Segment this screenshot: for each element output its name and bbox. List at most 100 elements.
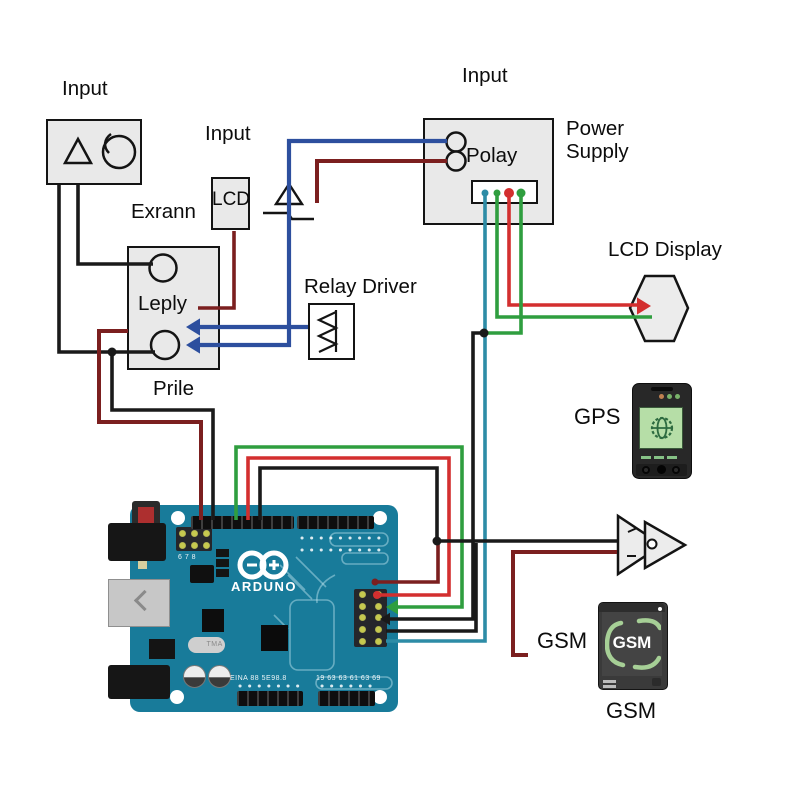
lcd-box — [211, 177, 250, 230]
wire-ps-green-to-lcd-display — [495, 195, 652, 319]
relay-driver-box — [308, 303, 355, 360]
audio-jack — [108, 665, 170, 699]
wire-input1-to-leply-bottom-circle — [57, 185, 155, 354]
gps-device-icon — [632, 383, 692, 479]
wire-junction-to-arduino-pin2 — [110, 352, 215, 520]
junction-dot — [373, 591, 381, 599]
label-lcd: LCD — [212, 189, 251, 210]
label-prile: Prile — [153, 377, 195, 400]
input-triangle-icon — [62, 136, 94, 165]
arduino-board: 6 7 8 TMA ARDUNO — [108, 501, 398, 712]
wire-lcd-to-leply — [198, 231, 236, 310]
arrowhead-right — [637, 297, 651, 315]
input-curl-icon — [103, 132, 112, 154]
junction-dot — [479, 328, 489, 338]
gps-button — [642, 466, 650, 474]
mounting-hole — [170, 690, 184, 704]
junction-dot — [493, 189, 501, 197]
header-pin — [375, 626, 383, 634]
label-gsm-caption: GSM — [606, 698, 657, 723]
gsm-dash — [603, 680, 616, 683]
silkscreen-text: EINA 88 5E98.8 — [230, 675, 287, 682]
gps-led — [659, 394, 664, 399]
label-gps: GPS — [574, 404, 621, 429]
silkscreen-text: 19 63 63 61 63 69 — [316, 675, 381, 682]
buffer-node-circle — [646, 538, 658, 550]
digital-header-strip — [191, 516, 294, 529]
usb-connector — [108, 579, 170, 627]
mounting-hole — [373, 690, 387, 704]
wire-right-header-black2-up — [386, 543, 478, 633]
small-ic — [202, 609, 224, 632]
arrowhead-left — [386, 599, 398, 615]
input-box-top-left — [46, 119, 142, 185]
wire-powersupply-top-to-leply — [191, 138, 447, 348]
header-pin — [375, 637, 383, 645]
input-circle-icon — [101, 134, 137, 170]
voltage-regulator — [149, 639, 175, 659]
arduino-logo-text: ARDUNO — [230, 579, 298, 594]
gsm-top-strip — [599, 603, 665, 612]
arrowhead-left — [380, 612, 390, 626]
gps-button — [657, 465, 666, 474]
gps-dash — [641, 456, 651, 459]
gsm-led — [658, 607, 662, 611]
label-leply: Leply — [138, 292, 188, 315]
header-pin — [358, 602, 366, 610]
crystal-oscillator: TMA — [188, 637, 225, 653]
gps-screen — [639, 407, 683, 449]
header-pin — [375, 602, 383, 610]
arduino-logo-icon — [237, 550, 289, 580]
wire-buffer-to-gsm — [511, 550, 617, 657]
junction-dot — [371, 578, 379, 586]
digital-header-strip — [297, 516, 374, 529]
globe-icon — [650, 416, 674, 440]
buffer-triangle-2 — [643, 519, 688, 571]
relay-zigzag-icon — [316, 311, 339, 353]
wire-input1-to-leply-top-circle — [76, 185, 153, 266]
smd-pad — [216, 559, 229, 567]
gps-dash — [667, 456, 677, 459]
header-pin — [358, 591, 366, 599]
header-pin — [178, 541, 186, 549]
wire-powersupply-bottom-to-switch — [315, 159, 447, 203]
wire-arduino-pin5-to-buffer — [258, 466, 617, 543]
wire-ps-teal-to-right-header — [386, 195, 487, 643]
lcd-display-hexagon — [628, 274, 690, 343]
mounting-hole — [171, 511, 185, 525]
gps-dash — [654, 456, 664, 459]
gps-speaker — [651, 387, 673, 391]
wire-arduino-pin4-to-right-header-red — [246, 456, 451, 597]
junction-dot — [481, 189, 489, 197]
header-pin — [375, 614, 383, 622]
wire-right-header-maroon-to-junction — [375, 543, 440, 584]
label-relay-driver: Relay Driver — [304, 275, 417, 298]
buffer-mark-1 — [627, 527, 638, 533]
label-lcd-display: LCD Display — [608, 238, 722, 261]
mounting-hole — [373, 511, 387, 525]
label-exrann: Exrann — [131, 200, 196, 223]
arrowhead-left — [186, 318, 200, 336]
label-polay: Polay — [466, 144, 518, 167]
wire-arduino-pin3-to-right-header-green — [234, 445, 464, 609]
icsp-header — [176, 527, 212, 551]
small-ic — [190, 565, 214, 583]
leply-terminal-bottom — [149, 329, 181, 361]
header-pin — [202, 529, 210, 537]
power-jack — [108, 523, 166, 561]
header-pin — [190, 541, 198, 549]
smd-pad — [216, 569, 229, 577]
gsm-module-label: GSM — [612, 633, 652, 652]
header-pin — [358, 626, 366, 634]
header-pin — [358, 637, 366, 645]
header-pin — [358, 614, 366, 622]
gps-button — [672, 466, 680, 474]
header-pin — [202, 541, 210, 549]
junction-dot — [432, 536, 442, 546]
gps-led — [675, 394, 680, 399]
junction-dot — [504, 188, 514, 198]
analog-header-strip — [237, 691, 303, 706]
